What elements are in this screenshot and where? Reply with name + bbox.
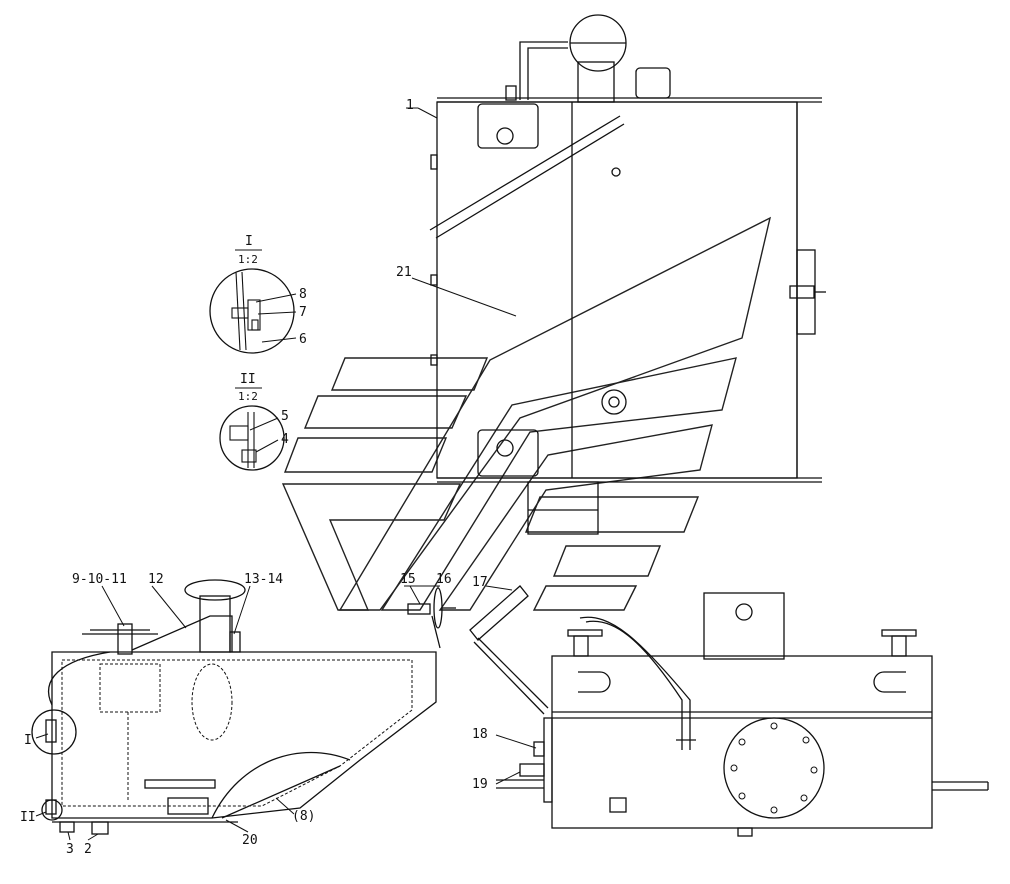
label-12: 12 bbox=[148, 572, 164, 587]
label-15: 15 bbox=[400, 572, 416, 587]
label-20: 20 bbox=[242, 833, 258, 848]
label-5: 5 bbox=[281, 409, 289, 424]
detail-ii: II 1:2 5 4 bbox=[219, 372, 289, 471]
leaders-top bbox=[406, 107, 517, 317]
label-17: 17 bbox=[472, 575, 488, 590]
detail-i: I 1:2 8 7 6 bbox=[209, 234, 307, 354]
label-9-10-11: 9-10-11 bbox=[72, 572, 127, 587]
label-3: 3 bbox=[66, 842, 74, 857]
label-19: 19 bbox=[472, 777, 488, 792]
leaders-exploded bbox=[404, 585, 513, 605]
label-7: 7 bbox=[299, 305, 307, 320]
detail-ii-name: II bbox=[240, 372, 256, 387]
label-13-14: 13-14 bbox=[244, 572, 283, 587]
top-tank-view bbox=[429, 14, 826, 535]
detail-ii-scale: 1:2 bbox=[238, 390, 258, 403]
label-21: 21 bbox=[396, 265, 412, 280]
front-tank-view bbox=[496, 592, 989, 837]
leaders-front bbox=[495, 734, 537, 785]
detail-i-name: I bbox=[245, 234, 253, 249]
side-tank-view bbox=[45, 579, 437, 835]
label-18: 18 bbox=[472, 727, 488, 742]
label-i: I bbox=[24, 733, 32, 748]
leaders-side bbox=[35, 585, 295, 841]
exploded-parts bbox=[407, 585, 549, 715]
detail-ii-marker bbox=[41, 799, 63, 821]
label-8: 8 bbox=[299, 287, 307, 302]
detail-i-scale: 1:2 bbox=[238, 253, 258, 266]
label-1: 1 bbox=[406, 98, 414, 113]
label-16: 16 bbox=[436, 572, 452, 587]
label-4: 4 bbox=[281, 432, 289, 447]
label-8-paren: (8) bbox=[292, 809, 315, 824]
watermark-logo bbox=[281, 216, 772, 611]
detail-i-marker bbox=[31, 709, 77, 755]
label-2: 2 bbox=[84, 842, 92, 857]
label-ii: II bbox=[20, 810, 36, 825]
label-6: 6 bbox=[299, 332, 307, 347]
